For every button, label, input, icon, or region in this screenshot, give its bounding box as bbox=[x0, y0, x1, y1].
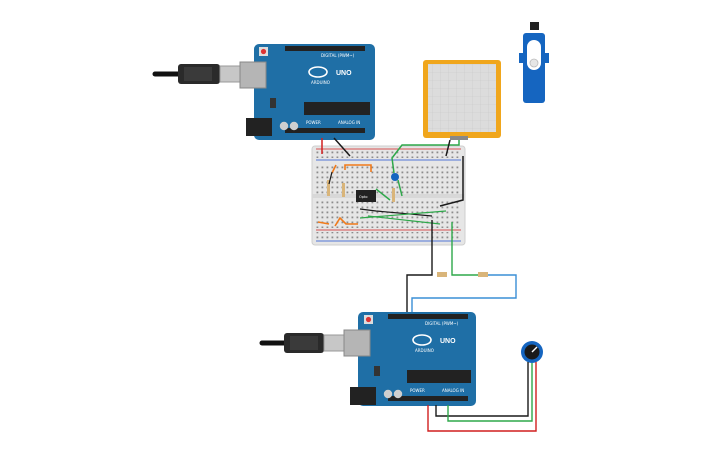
resistor-3[interactable] bbox=[392, 188, 395, 202]
wires-top bbox=[321, 137, 464, 207]
power-label: POWER bbox=[306, 120, 321, 125]
resistor-4[interactable] bbox=[437, 272, 447, 277]
wires-pot bbox=[427, 362, 537, 432]
touch-display-icon[interactable] bbox=[423, 60, 501, 140]
servo-motor-icon[interactable] bbox=[519, 22, 549, 103]
analog-label: ANALOG IN bbox=[442, 388, 464, 393]
resistor-2[interactable] bbox=[342, 183, 345, 197]
digital-label: DIGITAL (PWM~) bbox=[321, 53, 355, 58]
uno-logo-text: UNO bbox=[440, 338, 456, 345]
led-blue[interactable] bbox=[391, 173, 399, 181]
power-label: POWER bbox=[410, 388, 425, 393]
atmega-chip bbox=[304, 102, 370, 115]
brand-label: ARDUINO bbox=[415, 348, 434, 353]
usb-cable-icon[interactable] bbox=[259, 333, 351, 353]
breadboard-jumpers bbox=[317, 164, 447, 227]
arduino-uno-bottom[interactable]: UNO ARDUINO DIGITAL (PWM~) POWER ANALOG … bbox=[343, 312, 476, 406]
uno-logo-text: UNO bbox=[336, 70, 352, 77]
arduino-uno-top[interactable]: UNO ARDUINO DIGITAL (PWM~) POWER ANALOG … bbox=[239, 44, 375, 140]
brand-label: ARDUINO bbox=[311, 80, 330, 85]
analog-label: ANALOG IN bbox=[338, 120, 360, 125]
atmega-chip bbox=[407, 370, 471, 383]
resistor-5[interactable] bbox=[478, 272, 488, 277]
resistor-1[interactable] bbox=[327, 180, 330, 196]
potentiometer-icon[interactable] bbox=[521, 341, 543, 363]
digital-label: DIGITAL (PWM~) bbox=[425, 321, 459, 326]
ic-label: Opto bbox=[359, 195, 368, 199]
breadboard[interactable] bbox=[311, 145, 466, 246]
wires-bottom bbox=[406, 220, 517, 313]
optocoupler-chip[interactable]: Opto bbox=[356, 190, 376, 202]
usb-cable-icon[interactable] bbox=[152, 64, 247, 84]
